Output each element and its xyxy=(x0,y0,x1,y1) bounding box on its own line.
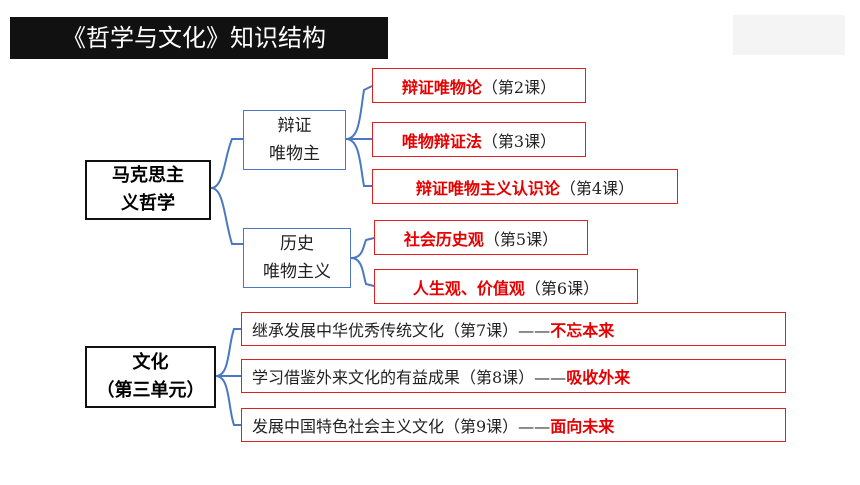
lesson-number: （第3课） xyxy=(481,131,557,151)
lesson-node-3: 唯物辩证法（第3课） xyxy=(372,122,586,157)
culture-lesson-9: 发展中国特色社会主义文化（第9课）——面向未来 xyxy=(241,408,786,442)
watermark-logo xyxy=(733,15,845,55)
lesson-topic: 辩证唯物主义认识论 xyxy=(415,178,560,198)
lesson-topic: 唯物辩证法 xyxy=(401,131,482,151)
culture-unit-node: 文化 （第三单元） xyxy=(85,346,216,408)
culture-label-line1: 文化 xyxy=(132,352,169,373)
culture-lesson-8: 学习借鉴外来文化的有益成果（第8课）——吸收外来 xyxy=(241,359,786,393)
culture-lesson-7: 继承发展中华优秀传统文化（第7课）——不忘本来 xyxy=(241,312,786,346)
culture-label-line2: （第三单元） xyxy=(96,380,205,401)
lesson-node-6: 人生观、价值观（第6课） xyxy=(374,269,638,304)
lesson-number: （第6课） xyxy=(524,278,600,298)
lesson-topic: 辩证唯物论 xyxy=(401,77,482,97)
lesson-node-5: 社会历史观（第5课） xyxy=(374,220,588,255)
lesson-number: （第4课） xyxy=(559,178,635,198)
dialectical-label-line1: 辩证 xyxy=(277,116,312,136)
marxist-philosophy-label-line2: 义哲学 xyxy=(121,193,175,214)
lesson-number: （第5课） xyxy=(483,229,559,249)
culture-lesson-text: 发展中国特色社会主义文化（第9课）—— xyxy=(252,417,551,436)
culture-lesson-highlight: 不忘本来 xyxy=(550,321,615,340)
culture-lesson-highlight: 面向未来 xyxy=(550,417,615,436)
dialectical-label-line2: 唯物主 xyxy=(269,144,320,164)
culture-lesson-text: 继承发展中华优秀传统文化（第7课）—— xyxy=(252,321,551,340)
culture-lesson-highlight: 吸收外来 xyxy=(566,368,631,387)
page-title: 《哲学与文化》知识结构 xyxy=(10,17,388,59)
lesson-number: （第2课） xyxy=(481,77,557,97)
historical-label-line2: 唯物主义 xyxy=(263,262,331,282)
marxist-philosophy-label-line1: 马克思主 xyxy=(112,165,184,186)
marxist-philosophy-node: 马克思主 义哲学 xyxy=(85,160,211,220)
lesson-topic: 社会历史观 xyxy=(403,229,484,249)
historical-label-line1: 历史 xyxy=(280,234,314,254)
lesson-node-4: 辩证唯物主义认识论（第4课） xyxy=(372,169,678,204)
culture-lesson-text: 学习借鉴外来文化的有益成果（第8课）—— xyxy=(252,368,567,387)
historical-materialism-node: 历史 唯物主义 xyxy=(243,228,351,288)
lesson-node-2: 辩证唯物论（第2课） xyxy=(372,68,586,103)
dialectical-materialism-node: 辩证 唯物主 xyxy=(243,110,346,170)
lesson-topic: 人生观、价值观 xyxy=(412,278,525,298)
